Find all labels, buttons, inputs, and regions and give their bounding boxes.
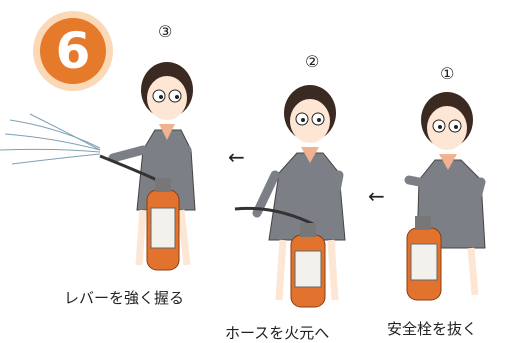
spray-illustration <box>0 113 101 165</box>
arrow-left-icon: ← <box>228 145 245 169</box>
step-marker-2: ② <box>305 52 320 71</box>
caption-step-2: ホースを火元へ <box>225 324 330 342</box>
badge-circle-icon <box>33 11 113 91</box>
person-step-2-illustration <box>234 85 346 308</box>
step-number-badge: 6 <box>32 10 114 92</box>
caption-step-3: レバーを強く握る <box>64 289 185 307</box>
step-marker-1: ① <box>440 64 455 83</box>
person-step-1-illustration <box>404 92 486 301</box>
person-step-3-illustration <box>99 62 196 271</box>
arrow-left-icon: ← <box>368 184 385 208</box>
step-marker-3: ③ <box>158 22 173 41</box>
badge-number: 6 <box>55 22 91 80</box>
caption-step-1: 安全栓を抜く <box>387 320 478 338</box>
